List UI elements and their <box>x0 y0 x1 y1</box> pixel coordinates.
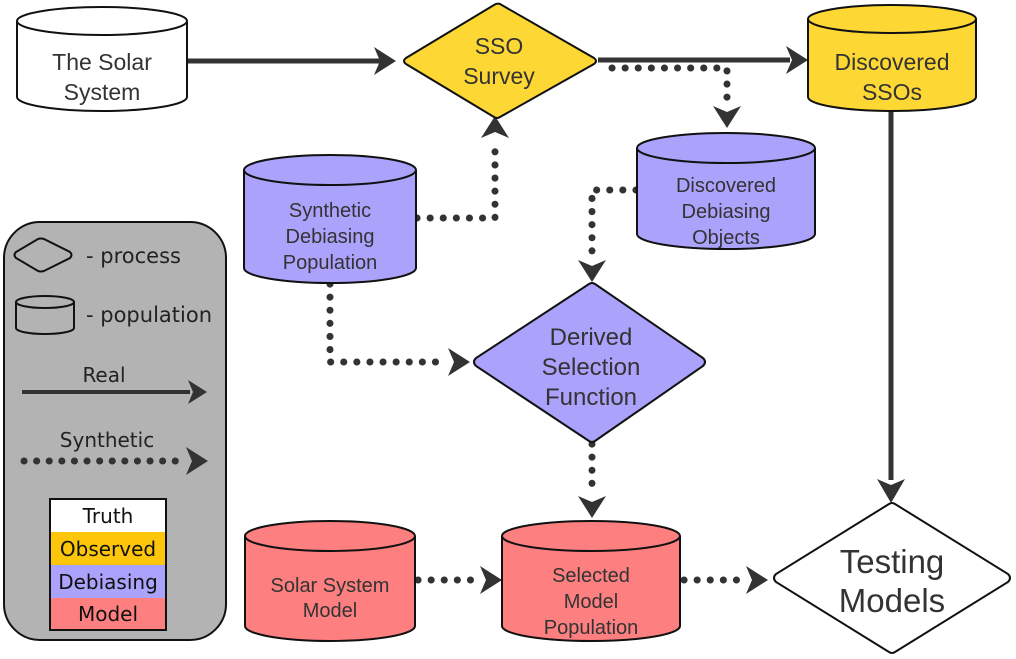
legend-synthetic-label: Synthetic <box>60 428 154 452</box>
color-key-border <box>49 498 167 631</box>
arrowhead-icon <box>481 116 509 138</box>
color-key-label: Model <box>78 602 138 626</box>
node-label: Objects <box>692 227 760 249</box>
process-diamond-icon <box>13 237 73 273</box>
color-key-swatch-observed <box>50 532 166 565</box>
color-key: Truth Observed Debiasing Model <box>49 498 167 631</box>
population-cylinder-icon <box>243 154 417 284</box>
color-key-swatch-model <box>50 598 166 630</box>
legend-real-label: Real <box>82 363 125 387</box>
node-label: Synthetic <box>289 200 371 222</box>
node-label: Discovered <box>676 175 776 197</box>
arrowhead-icon <box>713 106 741 128</box>
edge-solar-system-to-sso-survey <box>188 47 396 75</box>
node-label: Model <box>303 600 357 622</box>
node-label: Model <box>564 591 618 613</box>
edge-sso-survey-to-discovered-ssos <box>598 46 808 74</box>
arrowhead-icon <box>578 496 606 518</box>
color-key-swatch-truth <box>50 499 166 532</box>
node-label: SSOs <box>862 79 922 105</box>
edge-discovered-ssos-to-testing-models <box>877 112 905 503</box>
population-cylinder-icon <box>244 520 416 642</box>
color-key-label: Truth <box>82 504 134 528</box>
node-label: Population <box>544 617 639 639</box>
process-diamond-icon <box>773 502 1011 654</box>
node-label: Selection <box>542 354 641 381</box>
legend-population-label: - population <box>86 303 212 327</box>
node-label: SSO <box>475 33 524 59</box>
process-diamond-icon <box>473 282 706 443</box>
node-label: Function <box>545 384 637 411</box>
arrowhead-icon <box>578 260 606 282</box>
edge-sso-survey-to-discovered-debiasing <box>608 64 741 128</box>
node-label: Population <box>283 252 378 274</box>
edge-selected-model-to-testing-models <box>680 566 768 594</box>
color-key-label: Debiasing <box>58 570 158 594</box>
edges <box>188 46 905 594</box>
edge-selection-function-to-selected-model <box>578 440 606 518</box>
node-sso-survey[interactable]: SSO Survey <box>403 2 597 119</box>
node-label: Testing <box>840 543 945 580</box>
arrowhead-icon <box>877 479 905 503</box>
color-key-swatch-debiasing <box>50 565 166 598</box>
node-label: Models <box>839 582 945 619</box>
node-label: Discovered <box>834 49 949 75</box>
color-key-label: Observed <box>60 537 156 561</box>
arrowhead-icon <box>746 566 768 594</box>
edge-discovered-debiasing-to-selection-function <box>578 186 640 282</box>
edge-synthetic-population-to-selection-function <box>326 280 470 376</box>
node-label: Selected <box>552 565 630 587</box>
node-label: Survey <box>463 63 535 89</box>
node-label: Debiasing <box>286 226 375 248</box>
arrowhead-icon <box>374 47 396 75</box>
node-label: Debiasing <box>682 201 771 223</box>
node-label: Derived <box>550 324 633 351</box>
legend-process-label: - process <box>86 244 181 268</box>
arrowhead-icon <box>480 566 502 594</box>
arrowhead-icon <box>448 348 470 376</box>
node-label: The Solar <box>52 49 152 75</box>
edge-solar-model-to-selected-model <box>414 566 502 594</box>
arrowhead-icon <box>186 447 208 475</box>
population-cylinder-icon <box>501 520 681 642</box>
node-label: Solar System <box>271 575 390 597</box>
arrowhead-icon <box>188 380 207 404</box>
edge-synthetic-population-to-sso-survey <box>413 116 509 222</box>
node-label: System <box>64 79 141 105</box>
arrowhead-icon <box>786 46 808 74</box>
population-cylinder-icon <box>15 295 75 335</box>
process-diamond-icon <box>403 2 597 119</box>
legend: - process - population Real Synthetic Tr… <box>3 221 227 641</box>
